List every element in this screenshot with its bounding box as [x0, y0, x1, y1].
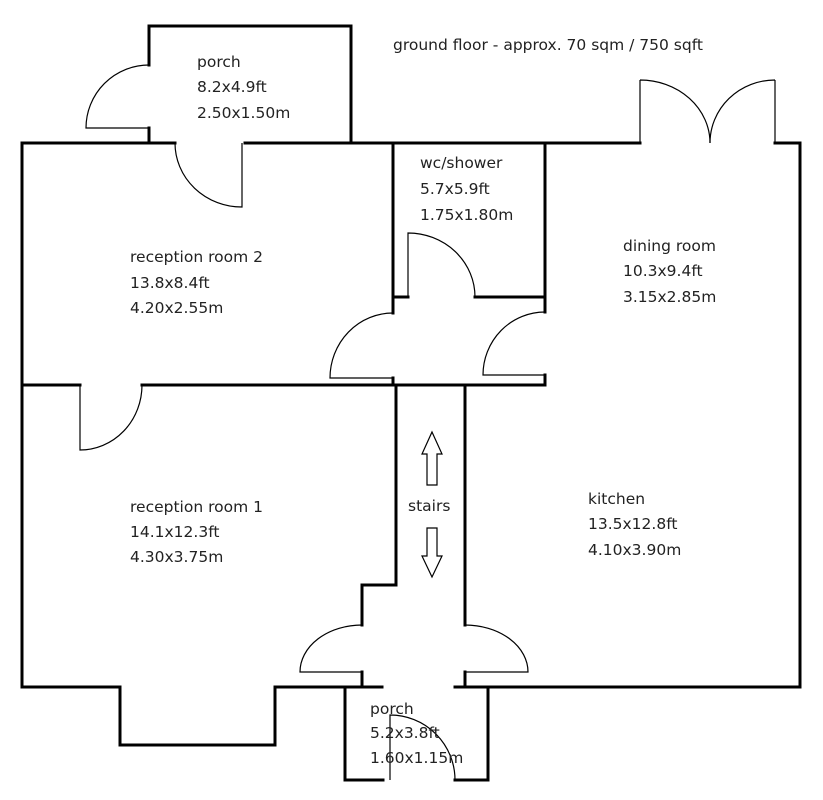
- room-name: porch: [197, 53, 241, 71]
- room-reception-2: reception room 2 13.8x8.4ft 4.20x2.55m: [130, 248, 263, 317]
- french-door-left: [639, 79, 711, 144]
- room-size-ft: 13.8x8.4ft: [130, 274, 210, 292]
- room-name: kitchen: [588, 490, 645, 508]
- room-size-m: 1.75x1.80m: [420, 206, 513, 224]
- room-size-m: 2.50x1.50m: [197, 104, 290, 122]
- room-size-ft: 8.2x4.9ft: [197, 78, 267, 96]
- room-size-ft: 5.2x3.8ft: [370, 724, 440, 742]
- door-porch-outer: [85, 64, 150, 129]
- door-reception1: [79, 384, 143, 451]
- door-front-right: [464, 624, 529, 673]
- room-name: reception room 1: [130, 498, 263, 516]
- room-size-ft: 5.7x5.9ft: [420, 180, 490, 198]
- room-size-ft: 10.3x9.4ft: [623, 262, 703, 280]
- room-name: porch: [370, 700, 414, 718]
- stair-arrows: [421, 430, 443, 579]
- doors: [79, 64, 776, 781]
- room-dining: dining room 10.3x9.4ft 3.15x2.85m: [623, 237, 716, 306]
- walls: [20, 24, 802, 782]
- room-name: wc/shower: [420, 154, 503, 172]
- stairs-label: stairs: [408, 497, 450, 515]
- room-size-ft: 13.5x12.8ft: [588, 515, 677, 533]
- room-name: dining room: [623, 237, 716, 255]
- plan-title: ground floor - approx. 70 sqm / 750 sqft: [393, 36, 703, 54]
- room-porch-bottom: porch 5.2x3.8ft 1.60x1.15m: [370, 700, 463, 767]
- room-wc: wc/shower 5.7x5.9ft 1.75x1.80m: [420, 154, 513, 224]
- room-reception-1: reception room 1 14.1x12.3ft 4.30x3.75m: [130, 498, 263, 566]
- arrow-up-icon: [421, 430, 443, 486]
- door-porch-bottom: [389, 714, 456, 781]
- room-kitchen: kitchen 13.5x12.8ft 4.10x3.90m: [588, 490, 681, 559]
- room-size-m: 1.60x1.15m: [370, 749, 463, 767]
- door-hall-left: [329, 312, 394, 379]
- room-porch-top: porch 8.2x4.9ft 2.50x1.50m: [197, 53, 290, 122]
- room-size-m: 4.10x3.90m: [588, 541, 681, 559]
- room-size-m: 4.30x3.75m: [130, 548, 223, 566]
- arrow-down-icon: [421, 527, 443, 579]
- door-dining: [482, 311, 546, 376]
- room-size-ft: 14.1x12.3ft: [130, 523, 219, 541]
- door-wc: [407, 232, 476, 298]
- room-size-m: 4.20x2.55m: [130, 299, 223, 317]
- door-front-left: [299, 624, 363, 673]
- door-porch-inner: [174, 142, 243, 208]
- room-name: reception room 2: [130, 248, 263, 266]
- french-door-right: [709, 79, 776, 144]
- room-size-m: 3.15x2.85m: [623, 288, 716, 306]
